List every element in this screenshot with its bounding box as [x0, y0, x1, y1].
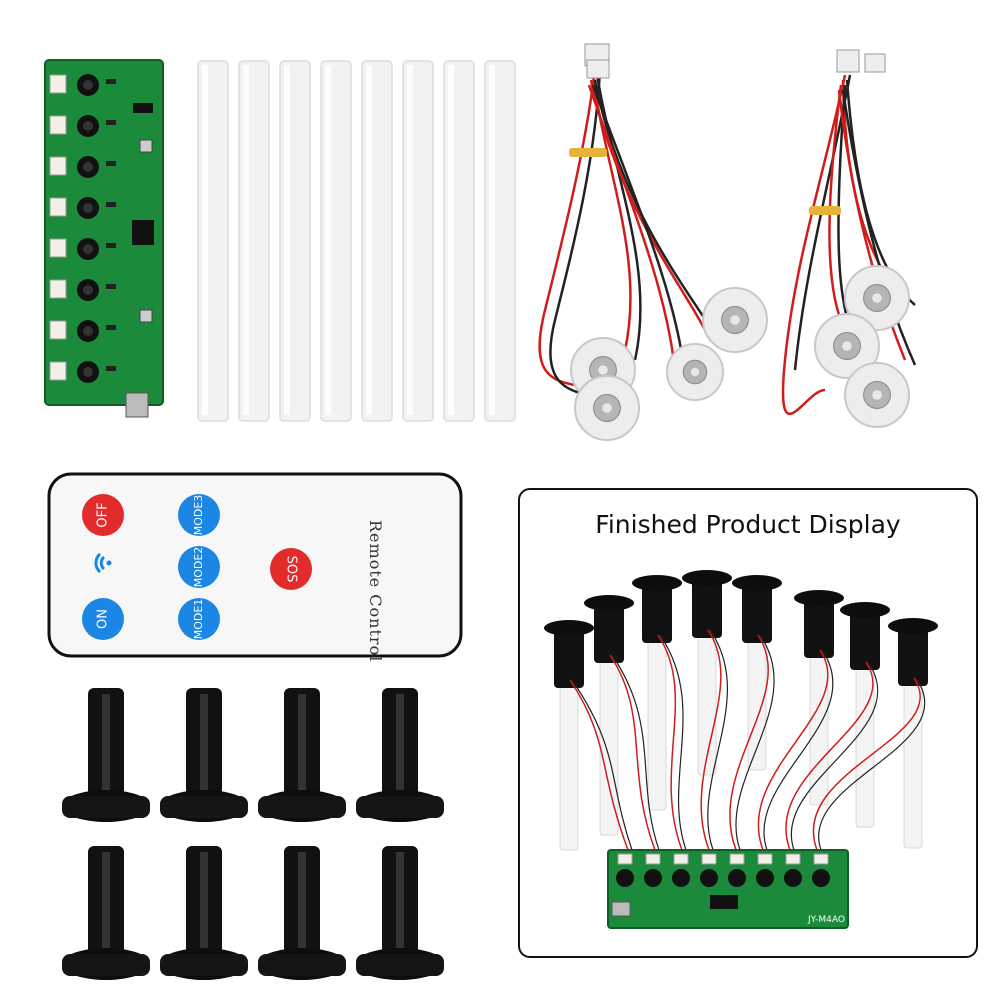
display-title: Finished Product Display [595, 510, 901, 539]
remote-off-button[interactable]: OFF [80, 492, 126, 538]
svg-text:MODE2: MODE2 [192, 547, 205, 588]
remote-title: Remote Control [366, 520, 385, 663]
remote-on-button[interactable]: ON [80, 596, 126, 642]
remote-mode3-button[interactable]: MODE3 [176, 492, 222, 538]
svg-text:MODE1: MODE1 [192, 599, 205, 640]
remote-control [47, 472, 463, 658]
remote-sos-button[interactable]: SOS [268, 546, 314, 592]
board-label: JY-M4AO [807, 915, 845, 925]
controller-pcb-board [44, 59, 164, 418]
atomizer-wire-set [538, 43, 917, 441]
remote-mode1-button[interactable]: MODE1 [176, 596, 222, 642]
black-holders [62, 688, 444, 980]
svg-text:MODE3: MODE3 [192, 495, 205, 536]
remote-mode2-button[interactable]: MODE2 [176, 544, 222, 590]
signal-icon [94, 552, 112, 574]
svg-text:OFF: OFF [96, 502, 111, 527]
wick-rods [197, 60, 516, 422]
svg-text:ON: ON [96, 609, 111, 629]
finished-product-panel: Finished Product Display JY-M4AO [518, 488, 978, 958]
svg-text:SOS: SOS [284, 556, 299, 583]
assembled-product-illustration: JY-M4AO [544, 570, 938, 929]
